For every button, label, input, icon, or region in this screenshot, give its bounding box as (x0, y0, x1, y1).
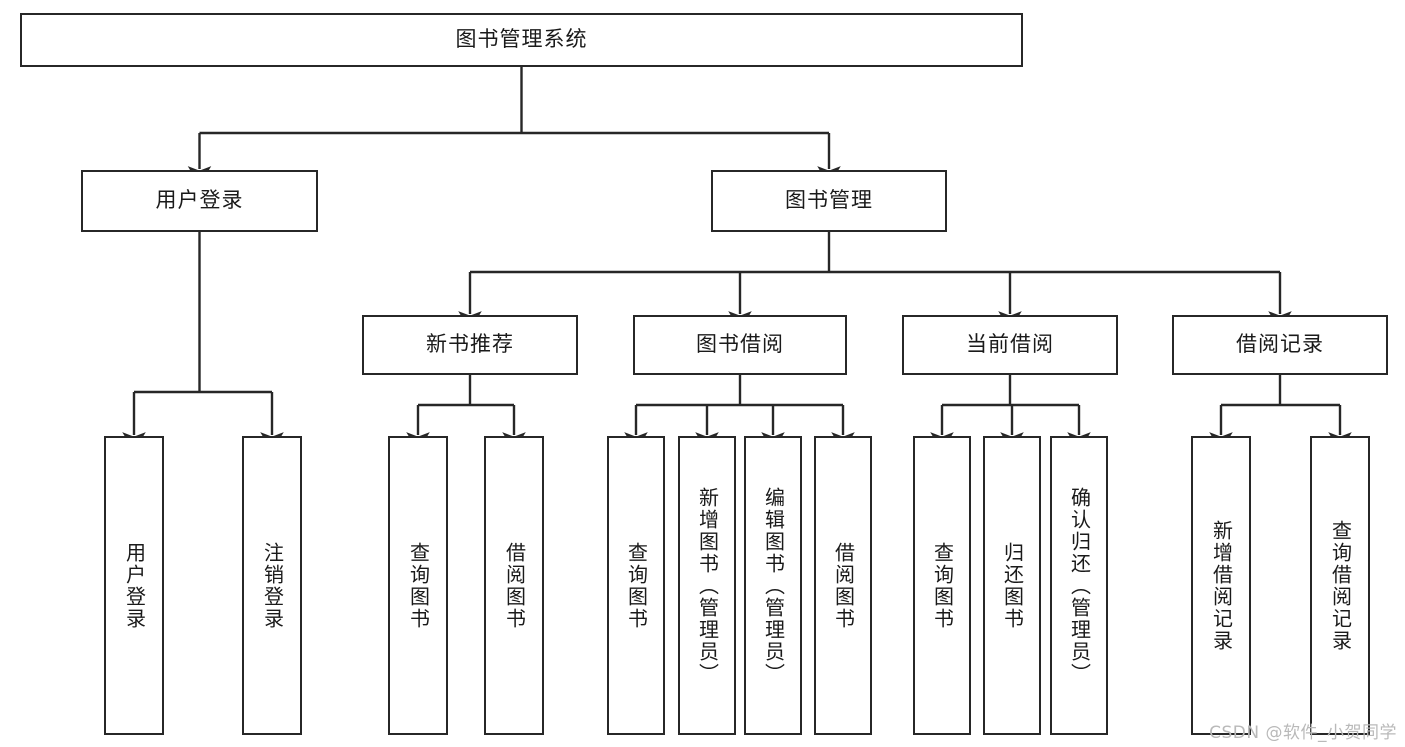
node-label: 借阅图书 (502, 541, 527, 630)
node-label: 当前借阅 (966, 332, 1054, 357)
leaf-add-borrow-record[interactable]: 新增借阅记录 (1191, 436, 1251, 735)
node-label: 查询图书 (930, 541, 955, 630)
node-label: 注销登录 (260, 541, 285, 630)
leaf-borrow-book[interactable]: 借阅图书 (814, 436, 872, 735)
leaf-edit-book-admin[interactable]: 编辑图书（管理员） (744, 436, 802, 735)
leaf-borrow-book-rec[interactable]: 借阅图书 (484, 436, 544, 735)
node-label: 查询借阅记录 (1328, 519, 1353, 652)
leaf-query-book-borrow[interactable]: 查询图书 (607, 436, 665, 735)
node-label: 用户登录 (122, 541, 147, 630)
watermark: CSDN @软件_小贺同学 (1209, 723, 1397, 743)
leaf-query-book-rec[interactable]: 查询图书 (388, 436, 448, 735)
leaf-user-login[interactable]: 用户登录 (104, 436, 164, 735)
node-label: 图书管理系统 (455, 27, 588, 52)
node-book-borrow[interactable]: 图书借阅 (633, 315, 847, 375)
node-label: 借阅记录 (1236, 332, 1324, 357)
node-label: 新增图书（管理员） (695, 486, 720, 685)
leaf-query-book-current[interactable]: 查询图书 (913, 436, 971, 735)
node-label: 归还图书 (1000, 541, 1025, 630)
node-borrow-record[interactable]: 借阅记录 (1172, 315, 1388, 375)
node-label: 借阅图书 (831, 541, 856, 630)
node-label: 确认归还（管理员） (1067, 486, 1092, 685)
node-label: 查询图书 (406, 541, 431, 630)
node-label: 图书借阅 (696, 332, 784, 357)
node-root[interactable]: 图书管理系统 (20, 13, 1023, 67)
node-current-borrow[interactable]: 当前借阅 (902, 315, 1118, 375)
node-user-login[interactable]: 用户登录 (81, 170, 318, 232)
node-book-management[interactable]: 图书管理 (711, 170, 947, 232)
leaf-confirm-return-admin[interactable]: 确认归还（管理员） (1050, 436, 1108, 735)
node-new-book-recommend[interactable]: 新书推荐 (362, 315, 578, 375)
node-label: 查询图书 (624, 541, 649, 630)
leaf-query-borrow-record[interactable]: 查询借阅记录 (1310, 436, 1370, 735)
node-label: 编辑图书（管理员） (761, 486, 786, 685)
node-label: 新书推荐 (426, 332, 514, 357)
leaf-logout-login[interactable]: 注销登录 (242, 436, 302, 735)
node-label: 用户登录 (155, 188, 244, 213)
leaf-return-book[interactable]: 归还图书 (983, 436, 1041, 735)
node-label: 新增借阅记录 (1209, 519, 1234, 652)
node-label: 图书管理 (785, 188, 873, 213)
leaf-add-book-admin[interactable]: 新增图书（管理员） (678, 436, 736, 735)
